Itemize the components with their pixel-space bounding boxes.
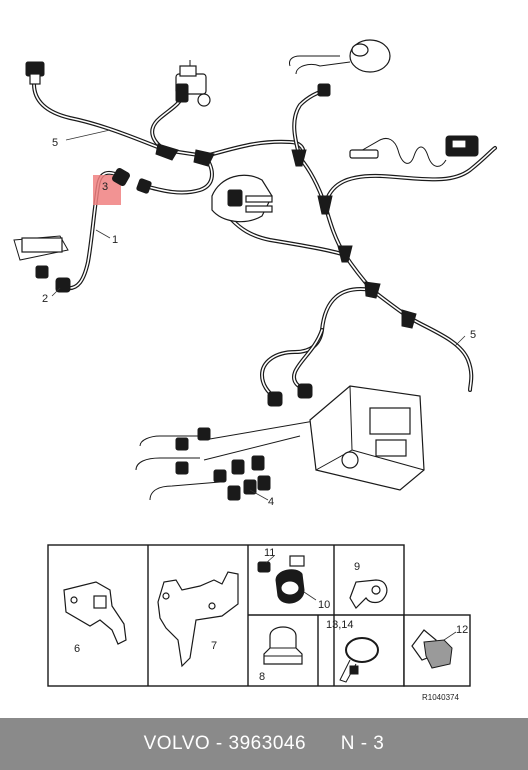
callout-3: 3 (102, 181, 108, 193)
part-3-connector (93, 168, 152, 205)
part-number: 3963046 (228, 733, 307, 754)
clamp-10 (257, 555, 305, 604)
part-2-connector (13, 235, 71, 293)
callout-4: 4 (268, 496, 274, 508)
reference-code: R1040374 (422, 693, 459, 702)
sensor-top-right (289, 39, 391, 97)
plug-12 (411, 629, 453, 669)
part-info-footer: VOLVO - 3963046 N - 3 (0, 718, 528, 770)
bracket-6 (63, 581, 127, 645)
callout-reference: N - 3 (340, 733, 385, 754)
callout-12: 12 (456, 624, 468, 636)
lower-connectors (135, 383, 321, 501)
callout-2: 2 (42, 293, 48, 305)
callout-8: 8 (259, 671, 265, 683)
clip-9 (349, 579, 388, 609)
callout-5-right: 5 (470, 329, 476, 341)
parts-diagram: 5 1 3 2 5 4 6 7 11 10 9 (13, 39, 497, 702)
spacer (306, 733, 341, 755)
callout-13-14: 13,14 (326, 619, 354, 631)
leader-lines (51, 129, 466, 501)
solenoid-valve (175, 60, 211, 107)
connector-top-left (25, 61, 45, 85)
wiring-harness-main (32, 82, 497, 400)
ignition-unit (211, 174, 273, 223)
grommet-8 (263, 626, 303, 665)
bracket-7 (157, 571, 239, 668)
brand-label: VOLVO (143, 733, 211, 754)
control-unit-housing (309, 385, 425, 491)
callout-9: 9 (354, 561, 360, 573)
lambda-sensor (349, 135, 479, 167)
callout-1: 1 (112, 234, 118, 246)
part-1-wire (64, 170, 122, 291)
callout-11: 11 (264, 547, 275, 559)
callout-10: 10 (318, 599, 330, 611)
separator: - (210, 733, 229, 754)
callout-5-top: 5 (52, 137, 58, 149)
callout-7: 7 (211, 640, 217, 652)
callout-6: 6 (74, 643, 80, 655)
cable-tie-13-14 (339, 637, 379, 683)
